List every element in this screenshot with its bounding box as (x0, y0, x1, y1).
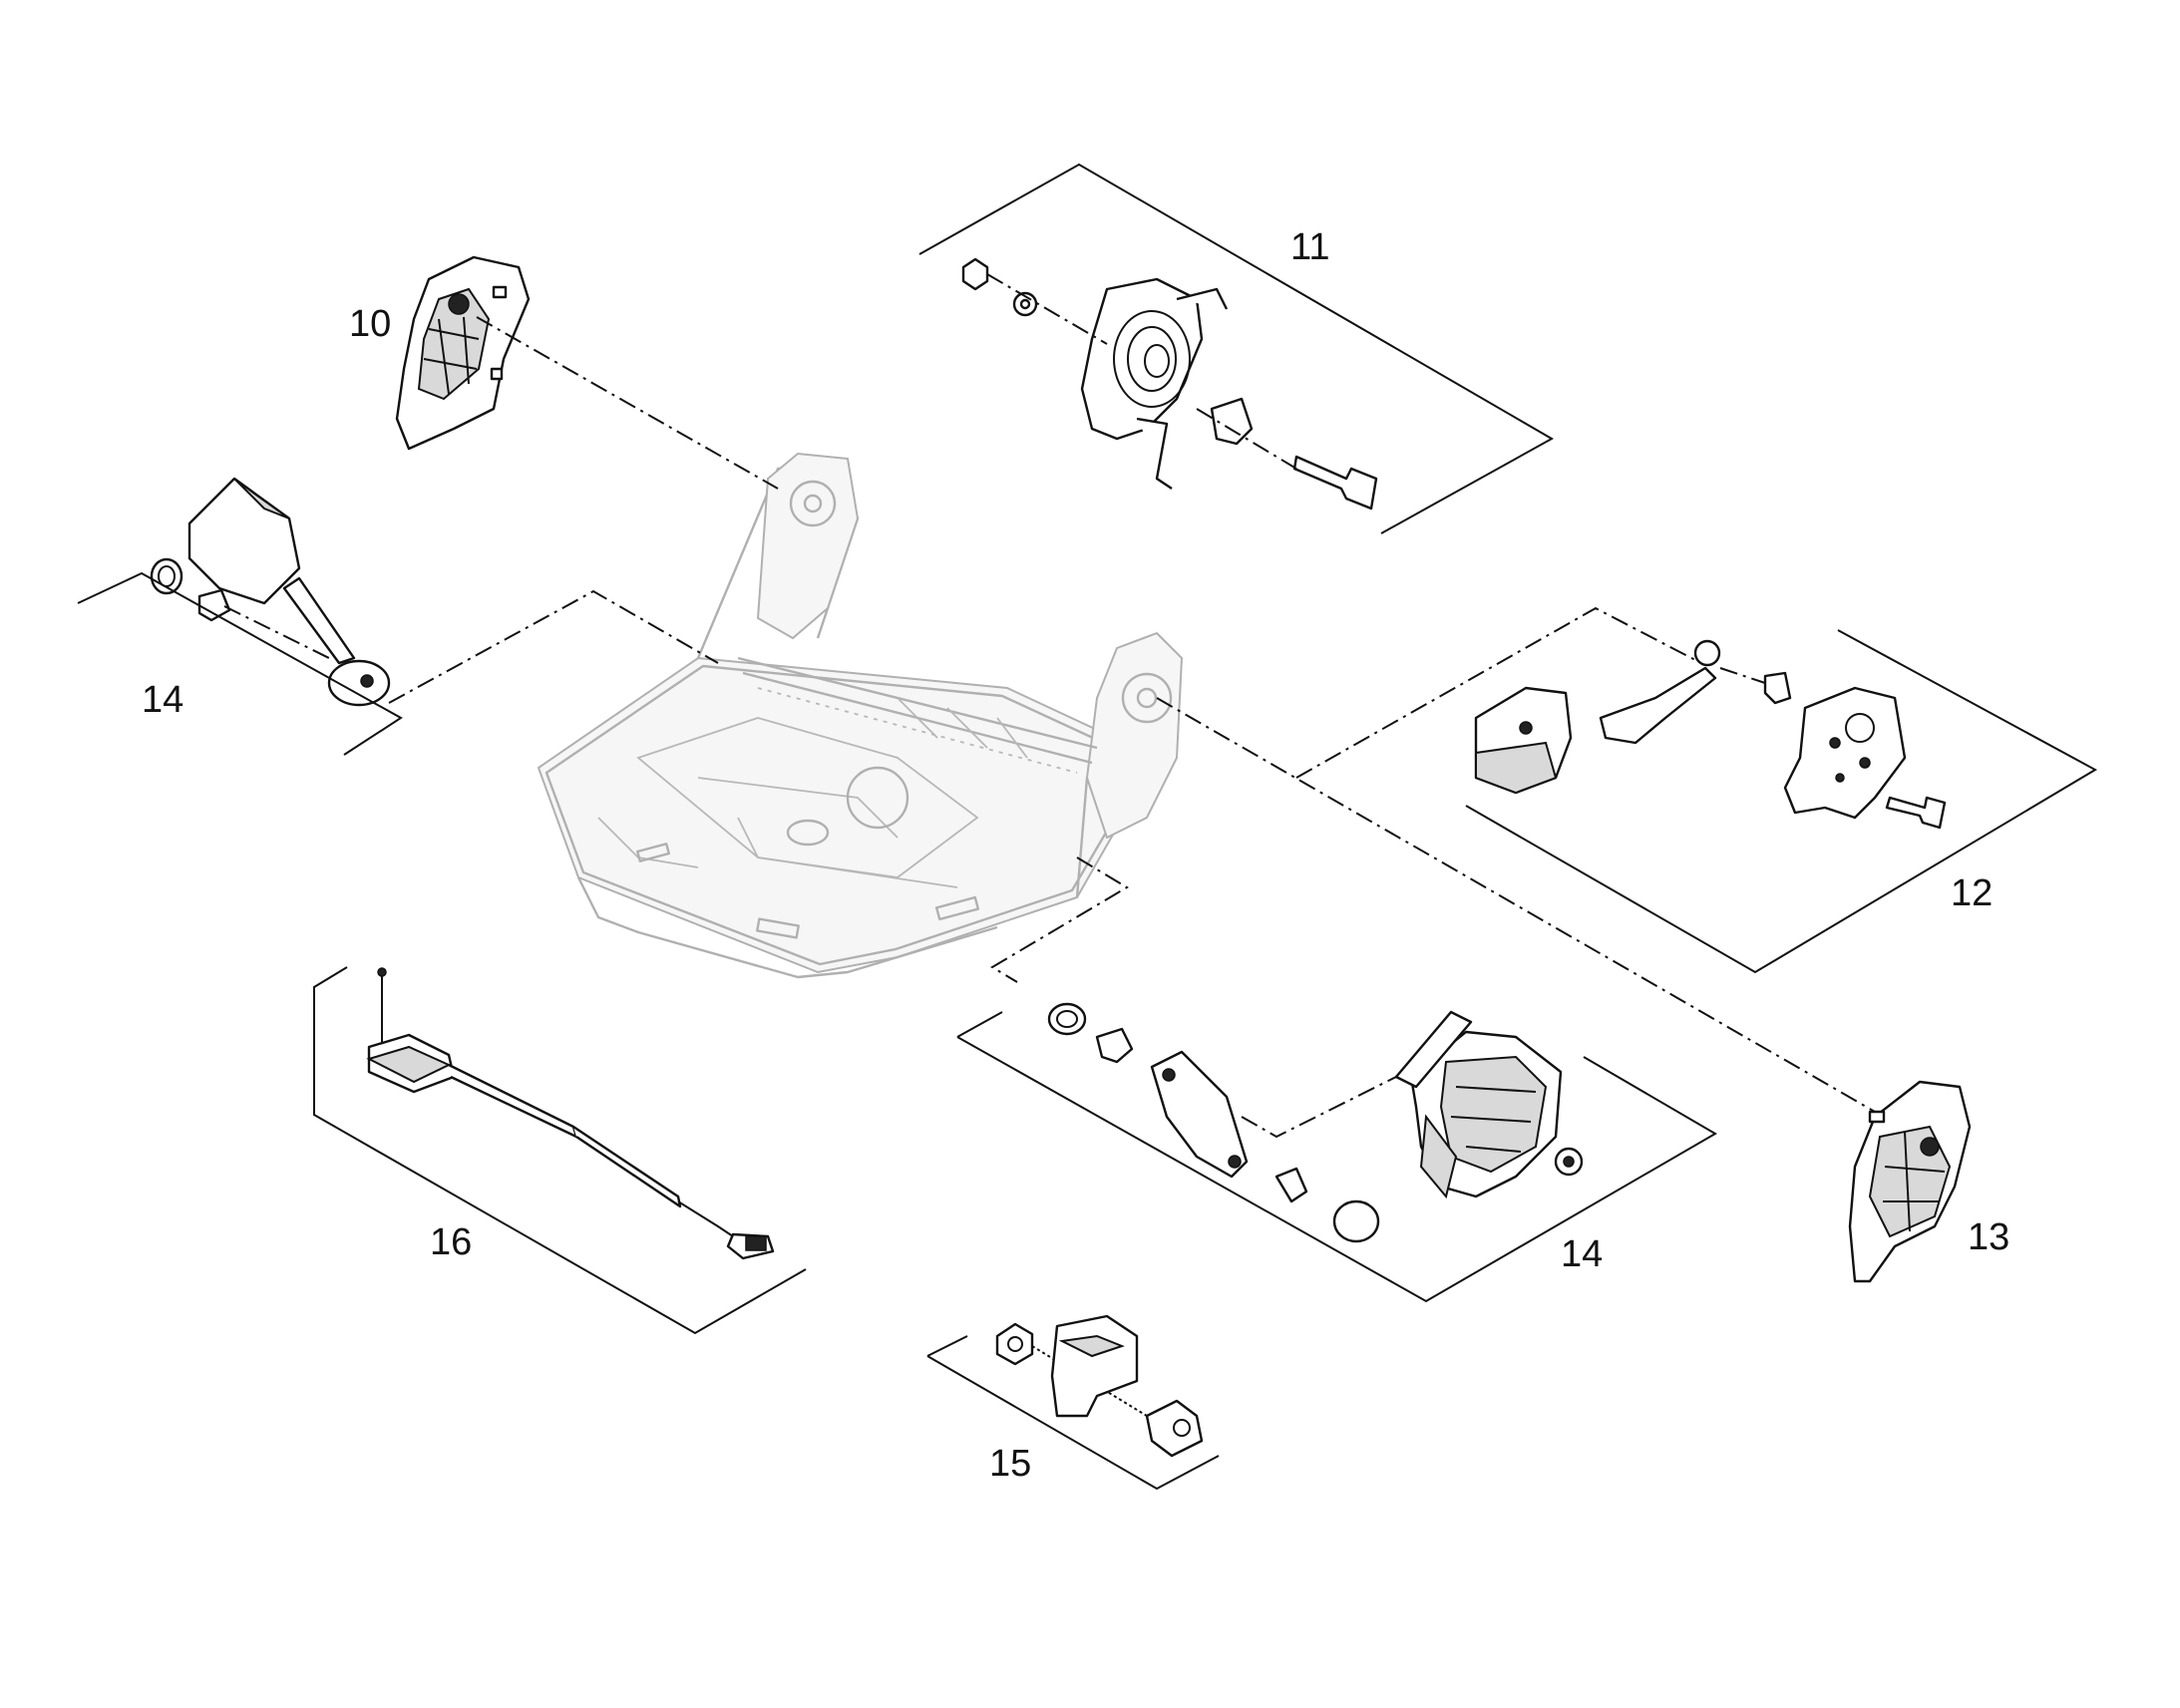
callout-11: 11 (1290, 226, 1329, 268)
callout-14-left: 14 (142, 679, 183, 721)
part-16-cable-harness (366, 967, 775, 1260)
leader-14-right-b (1241, 1076, 1397, 1139)
leader-12a (1295, 606, 1696, 779)
bracket-12 (1465, 629, 2098, 974)
bracket-14-right (956, 1011, 1717, 1303)
part-10-side-cover (395, 255, 531, 451)
part-15-bracket-bolt (995, 1314, 1204, 1458)
part-13-side-cover (1848, 1080, 1972, 1283)
callout-13: 13 (1968, 1216, 2009, 1258)
leader-11a (986, 273, 1108, 345)
callout-10: 10 (349, 303, 391, 345)
callout-15: 15 (989, 1443, 1031, 1485)
leader-13 (1156, 697, 1876, 1113)
callout-16: 16 (430, 1221, 472, 1263)
leader-10 (476, 316, 779, 490)
leader-14-right-a (990, 856, 1129, 983)
bracket-15 (926, 1335, 1220, 1491)
part-14-right-actuator (1047, 1002, 1584, 1243)
leader-14-left-b (388, 589, 719, 704)
seat-frame (537, 452, 1184, 979)
leader-11b (1196, 408, 1297, 470)
part-11-spring-assembly (961, 257, 1378, 511)
bracket-11 (918, 163, 1555, 534)
leader-14-left-a (223, 605, 330, 659)
leader-12b (1719, 667, 1766, 684)
callout-14-right: 14 (1561, 1233, 1603, 1275)
part-12-handle-set (1474, 639, 1947, 830)
callout-12: 12 (1951, 872, 1993, 914)
bracket-14-left (77, 571, 403, 756)
bracket-16 (313, 966, 807, 1335)
part-14-left-lever (150, 477, 391, 707)
